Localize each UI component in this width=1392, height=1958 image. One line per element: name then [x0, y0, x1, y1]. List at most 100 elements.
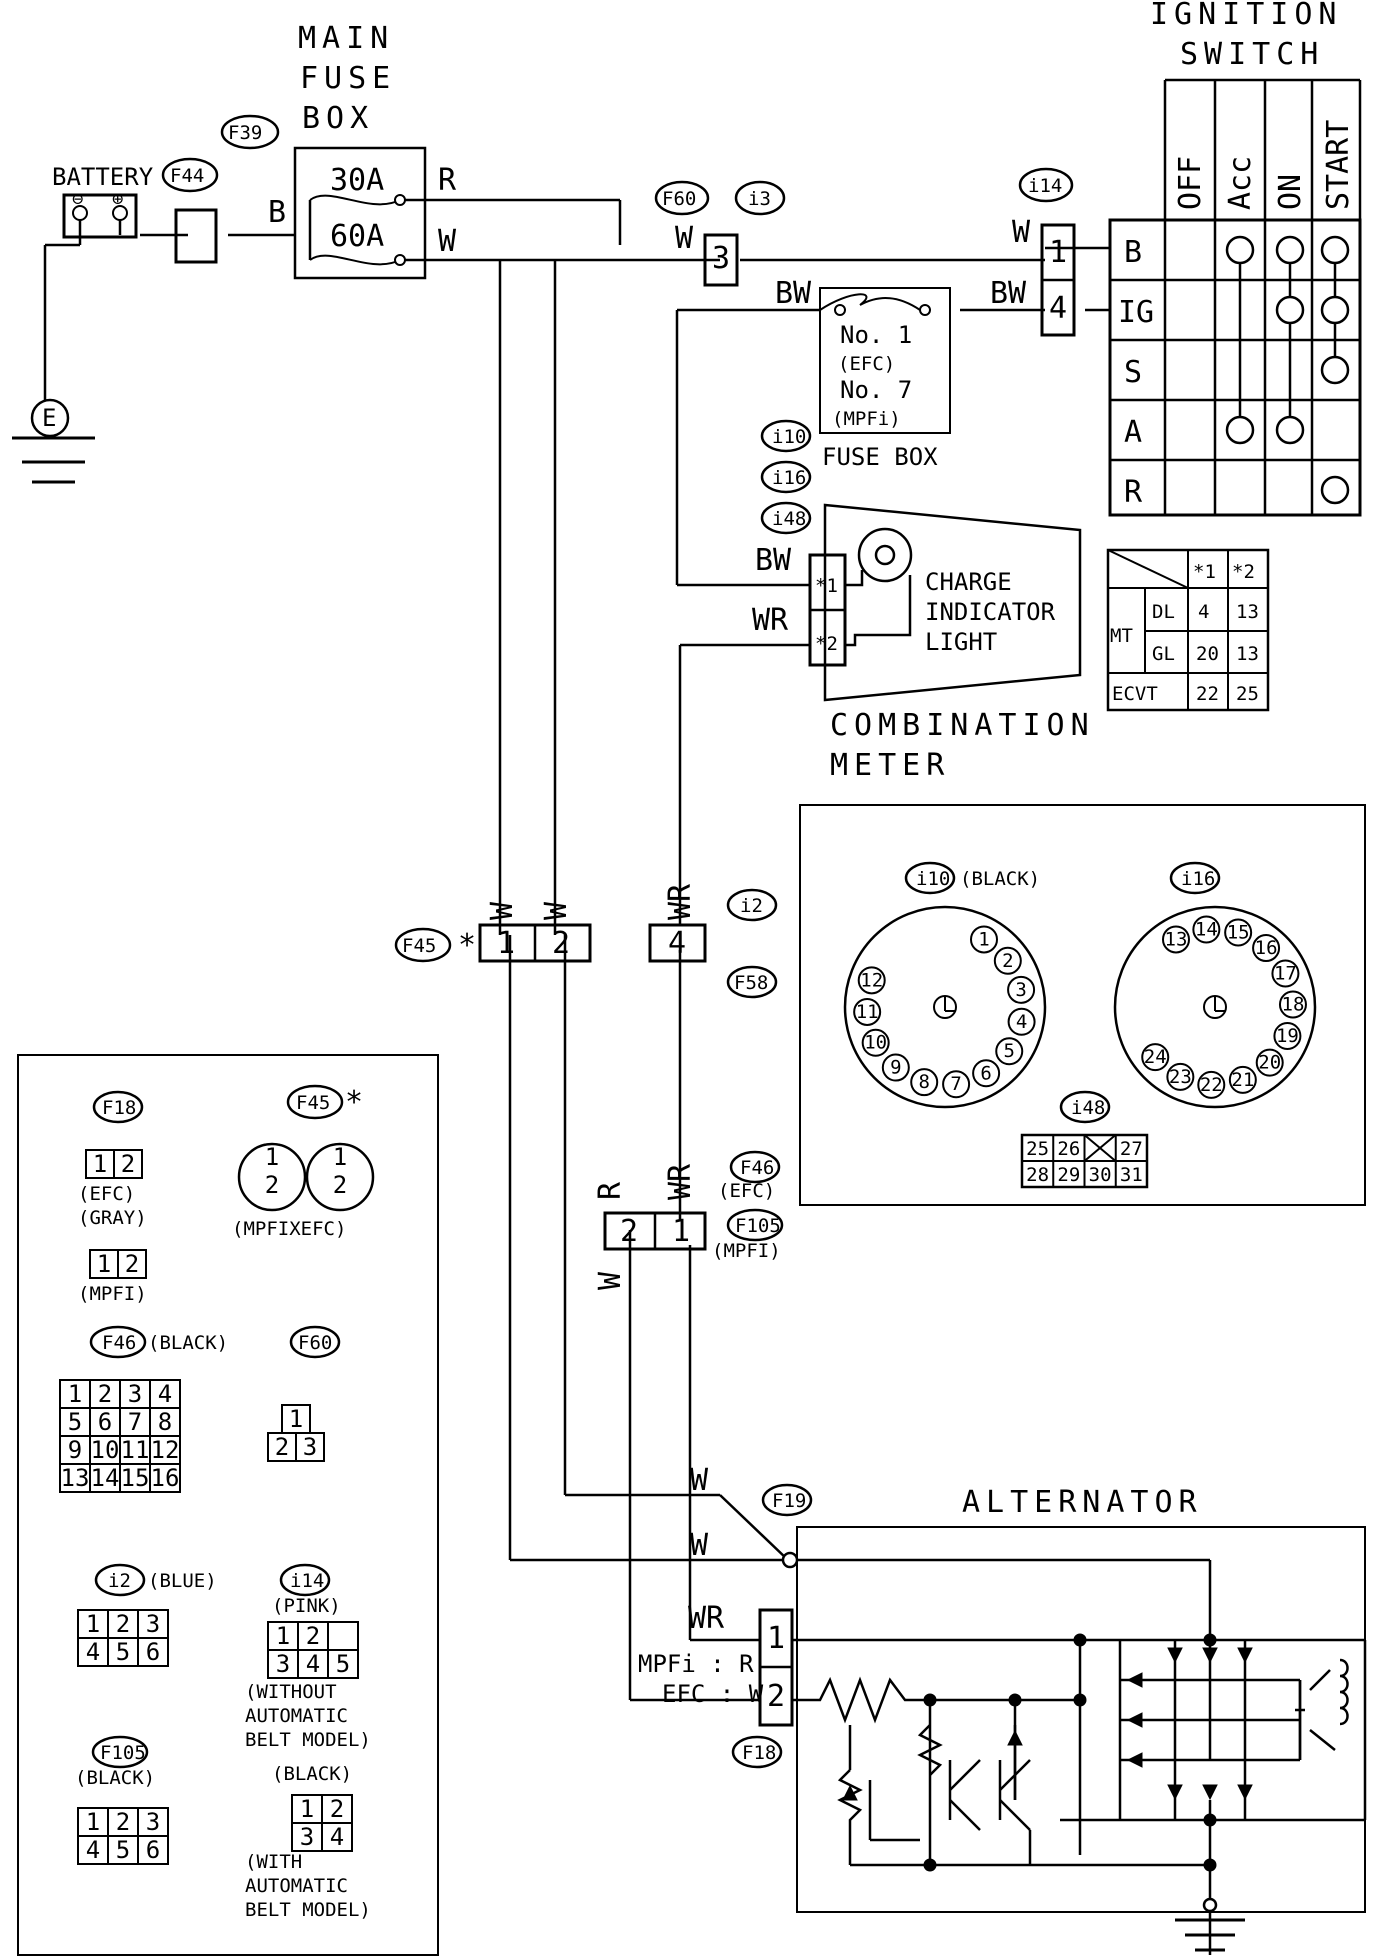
f45-pin-2: 2 — [552, 926, 570, 961]
legend-f46-face-pin: 3 — [128, 1380, 142, 1408]
i16-pins-pin: 19 — [1276, 1025, 1299, 1047]
legend-f46-face-pin: 8 — [158, 1408, 172, 1436]
connector-id-f58: F58 — [734, 972, 768, 994]
connector-id-f45: F45 — [402, 935, 436, 957]
i16-pins-pin: 15 — [1227, 922, 1250, 944]
wire-label-r2: R — [593, 1181, 628, 1200]
table-sub-gl: GL — [1152, 643, 1175, 665]
legend-f45-pin: 2 — [265, 1171, 279, 1199]
legend-i14b-note-1: (WITH — [245, 1851, 302, 1873]
efc-mpfi-fuse-box: No. 1 (EFC) No. 7 (MPFi) FUSE BOX i10 i1… — [760, 287, 951, 535]
legend-f45-pin: 1 — [265, 1143, 279, 1171]
i10-pins-pin-circle — [1007, 1007, 1036, 1036]
terminal-ig: IG — [1118, 295, 1154, 330]
i10-face — [843, 905, 1047, 1109]
i48-pin: 31 — [1120, 1164, 1143, 1186]
fusible-link-f44: F44 — [161, 157, 219, 264]
legend-f60-top: 1 — [281, 1404, 311, 1434]
f105-mpfi: (MPFI) — [712, 1240, 781, 1262]
wire-label-bw3: BW — [755, 543, 792, 578]
wire-label-wr1: WR — [752, 603, 789, 638]
legend-f18-efc: (EFC) — [78, 1183, 135, 1205]
i16-pins-pin-circle — [1166, 1062, 1195, 1091]
i10-pins-pin-circle — [910, 1068, 939, 1097]
legend-i14-face-pin: 1 — [276, 1622, 290, 1650]
i16-pins-pin: 14 — [1195, 918, 1218, 940]
legend-i2-face-pin: 2 — [116, 1610, 130, 1638]
i10-pins-pin-circle — [1007, 975, 1036, 1004]
legend-f18-mpfi-face-pin: 1 — [97, 1250, 111, 1278]
table-ecvt: ECVT — [1112, 683, 1158, 705]
legend-f105-face-pin: 4 — [86, 1836, 100, 1864]
connector-id-i10: i10 — [772, 426, 806, 448]
meter-pin-2: *2 — [815, 633, 838, 655]
connector-id-f105: F105 — [735, 1215, 781, 1237]
combination-meter-title-2: METER — [830, 748, 950, 783]
meter-pin-table: *1 *2 MT DL GL 4 13 20 13 ECVT 22 25 — [1106, 548, 1270, 712]
wire-label-w7: W — [539, 901, 574, 920]
legend-i14b-face-pin: 2 — [330, 1795, 344, 1823]
position-start: START — [1321, 120, 1356, 210]
i48-pin: 26 — [1057, 1138, 1080, 1160]
legend-id-f105: F105 — [100, 1742, 146, 1764]
legend-f46-face-pin: 5 — [68, 1408, 82, 1436]
legend-f46-face-pin: 14 — [91, 1464, 120, 1492]
connector-legend-panel: F18 (EFC) (GRAY) (MPFI) F45 * (MPFIXEFC)… — [17, 1054, 439, 1956]
table-gl-2: 13 — [1236, 643, 1259, 665]
battery-box — [62, 193, 138, 239]
legend-id-f60: F60 — [298, 1332, 332, 1354]
i16-pins-pin-circle — [1162, 925, 1190, 954]
i48-pin: 30 — [1089, 1164, 1112, 1186]
i16-pins-pin: 13 — [1165, 928, 1188, 950]
charge-light-2: INDICATOR — [925, 598, 1056, 626]
wire-label-wr4: WR — [663, 1163, 698, 1200]
fuse-no7: No. 7 — [840, 376, 912, 404]
terminal-r: R — [1124, 475, 1143, 510]
connector-id-f18: F18 — [742, 1742, 776, 1764]
ground-e: E — [12, 398, 95, 484]
wire-label-bw2: BW — [990, 276, 1027, 311]
legend-i2-face-pin: 5 — [116, 1638, 130, 1666]
table-dl-1: 4 — [1198, 601, 1209, 623]
i10-pins-pin: 12 — [860, 969, 883, 991]
i16-pins-pin-circle — [1252, 934, 1281, 963]
i10-pins-pin-circle — [995, 1037, 1024, 1066]
connector-id-i10-face: i10 — [916, 868, 950, 890]
legend-i14b-face-pin: 3 — [300, 1823, 314, 1851]
i16-pins-pin: 21 — [1231, 1069, 1254, 1091]
i10-pins-pin-circle — [993, 946, 1022, 975]
table-dl-2: 13 — [1236, 601, 1259, 623]
connector-id-i16-face: i16 — [1181, 868, 1215, 890]
svg-text:*: * — [345, 1085, 363, 1120]
alt-pin-2: 2 — [767, 1679, 785, 1714]
legend-i14-note-1: (WITHOUT — [245, 1681, 337, 1703]
legend-f18-mpfi-face-pin: 2 — [125, 1250, 139, 1278]
main-fuse-box: MAIN FUSE BOX F39 30A 60A — [220, 21, 427, 280]
i16-pins-pin-circle — [1278, 990, 1307, 1019]
wire-label-w2: W — [675, 221, 694, 256]
legend-i14b-note-2: AUTOMATIC — [245, 1875, 348, 1897]
connector-id-i48-face: i48 — [1071, 1097, 1105, 1119]
connector-id-f19: F19 — [772, 1490, 806, 1512]
table-ecvt-1: 22 — [1196, 683, 1219, 705]
i16-pins-pin-circle — [1192, 915, 1221, 944]
fuse-30a: 30A — [330, 163, 384, 198]
i16-pins-pin: 17 — [1274, 962, 1297, 984]
i16-pins-pin: 24 — [1144, 1046, 1167, 1068]
legend-id-f46: F46 — [102, 1332, 136, 1354]
legend-f46-face-pin: 4 — [158, 1380, 172, 1408]
wire-label-w5: W — [690, 1528, 709, 1563]
legend-i2-face-pin: 4 — [86, 1638, 100, 1666]
f46-pin-1: 1 — [672, 1214, 690, 1249]
table-head-1: *1 — [1193, 561, 1216, 583]
legend-f60-bottom-pin: 2 — [275, 1433, 289, 1461]
legend-f18-face-pin: 2 — [121, 1150, 135, 1178]
i10-pins-pin: 9 — [890, 1057, 901, 1079]
